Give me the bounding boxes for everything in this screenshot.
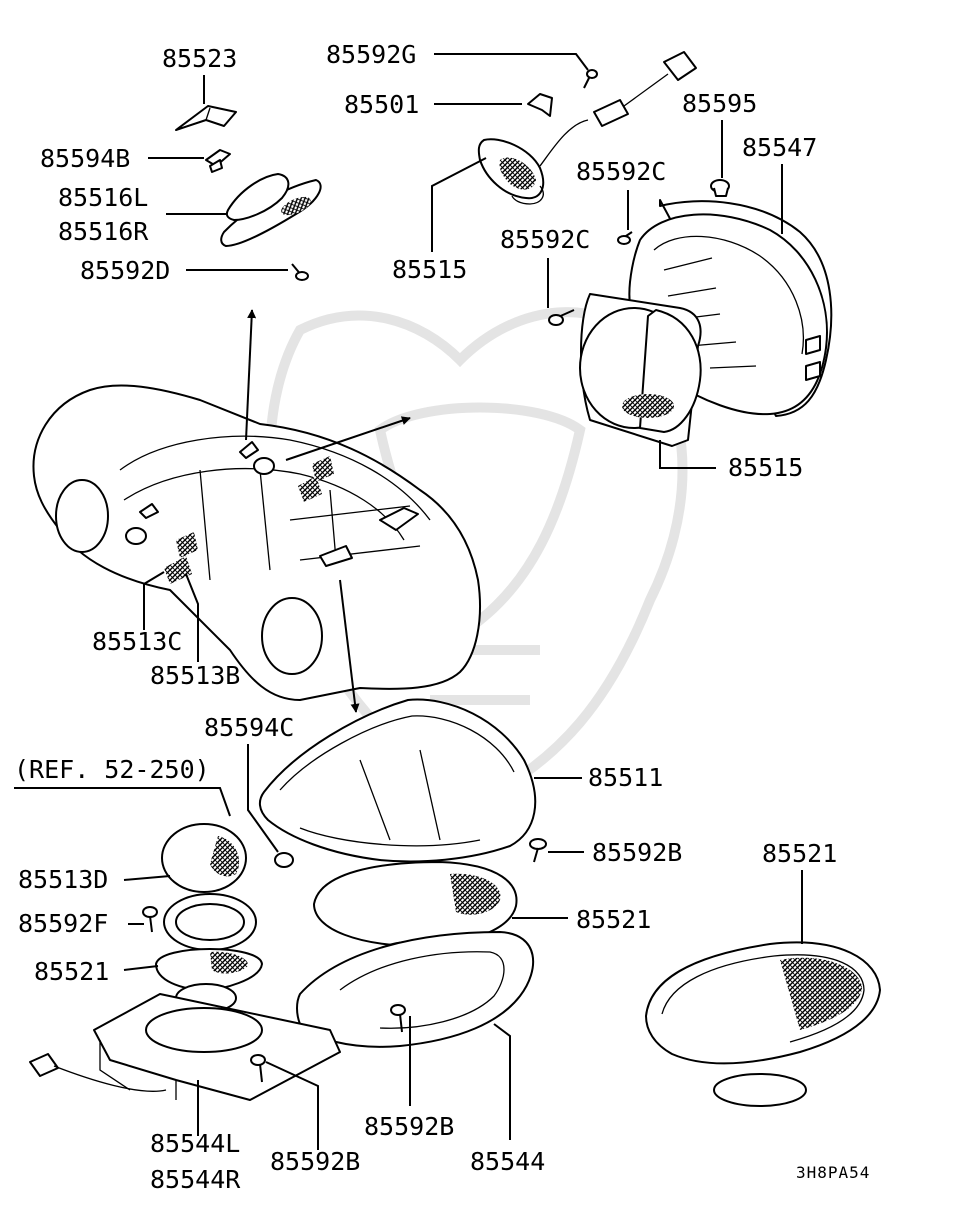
speaker-85521-right	[645, 941, 881, 1107]
label-85592C-b: 85592C	[500, 225, 590, 254]
bracket-85544L	[29, 993, 341, 1101]
screw-85592D	[291, 263, 309, 281]
bracket-85544	[296, 931, 534, 1048]
car-body	[32, 384, 481, 701]
deck-cover-85511	[258, 698, 537, 863]
label-85521-mid: 85521	[576, 905, 651, 934]
label-85515-top: 85515	[392, 255, 467, 284]
leader-85592G	[434, 53, 589, 71]
tweeter-85513D	[161, 823, 247, 893]
leader-85513B	[185, 573, 199, 662]
label-85592F: 85592F	[18, 909, 108, 938]
label-85523: 85523	[162, 44, 237, 73]
label-85513D: 85513D	[18, 865, 108, 894]
label-85521-right: 85521	[762, 839, 837, 868]
leader-85513C	[143, 571, 165, 630]
screw-85592C-b	[548, 309, 575, 326]
screw-85592B-c	[250, 1054, 266, 1083]
label-85592G: 85592G	[326, 40, 416, 69]
leader-85594C	[247, 744, 279, 853]
label-85544R: 85544R	[150, 1165, 241, 1194]
label-85513C: 85513C	[92, 627, 182, 656]
label-85544: 85544	[470, 1147, 545, 1176]
grommet-85592F	[163, 893, 257, 951]
leader-ref	[14, 787, 231, 817]
speaker-85515-mid	[579, 293, 702, 447]
leader-85592B-c	[265, 1061, 319, 1150]
arrow-to-rear-speaker	[285, 416, 411, 461]
clip-85594C	[274, 852, 294, 868]
leader-85544	[493, 1023, 511, 1140]
label-85592B-b: 85592B	[364, 1112, 454, 1141]
label-85592C-a: 85592C	[576, 157, 666, 186]
label-85592D: 85592D	[80, 256, 170, 285]
clip-85595	[710, 179, 730, 197]
drawing-code: 3H8PA54	[796, 1163, 870, 1182]
arrow-to-deck-speaker	[339, 579, 360, 713]
leader-85513D	[123, 875, 171, 881]
screw-85592G	[583, 69, 598, 89]
leader-85521-left	[123, 965, 159, 971]
ref-note: (REF. 52-250)	[14, 755, 210, 784]
arrow-to-tweeter	[245, 309, 257, 441]
leader-85515-mid	[659, 440, 716, 469]
screw-85592B-a	[529, 838, 547, 863]
label-85592B-a: 85592B	[592, 838, 682, 867]
bracket-85501	[527, 93, 553, 117]
label-85516L: 85516L	[58, 183, 148, 212]
label-85592B-c: 85592B	[270, 1147, 360, 1176]
label-85521-left: 85521	[34, 957, 109, 986]
label-85513B: 85513B	[150, 661, 240, 690]
label-85594C: 85594C	[204, 713, 294, 742]
screw-85592C-a	[617, 231, 633, 245]
label-85547: 85547	[742, 133, 817, 162]
label-85516R: 85516R	[58, 217, 149, 246]
label-85501: 85501	[344, 90, 419, 119]
tweeter-85516	[220, 173, 322, 247]
clip-85523	[175, 105, 237, 131]
label-85515-mid: 85515	[728, 453, 803, 482]
screw-85592B-b	[390, 1004, 406, 1033]
label-85595: 85595	[682, 89, 757, 118]
label-85544L: 85544L	[150, 1129, 240, 1158]
label-85511: 85511	[588, 763, 663, 792]
label-85594B: 85594B	[40, 144, 130, 173]
screw-85592F	[142, 906, 158, 933]
clip-85594B	[205, 149, 231, 173]
leader-85515-top	[431, 157, 487, 252]
tweeter-85515-top	[477, 51, 697, 205]
